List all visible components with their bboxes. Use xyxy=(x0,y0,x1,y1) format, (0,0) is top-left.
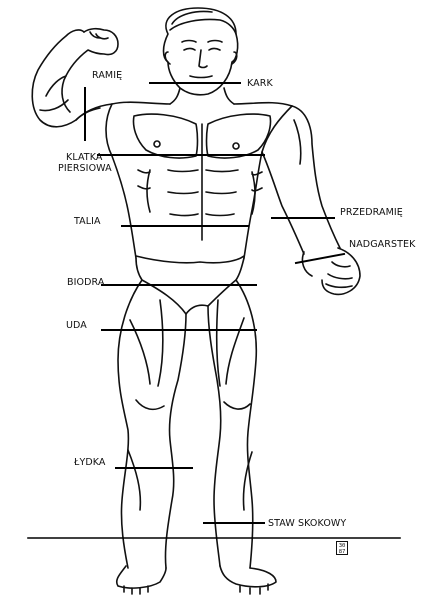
label-uda: UDA xyxy=(66,320,87,331)
corner-badge-line2: 87 xyxy=(338,549,346,555)
flexed-arm-drawing xyxy=(31,27,119,128)
neck-drawing xyxy=(111,87,293,107)
label-kark: KARK xyxy=(247,78,273,89)
label-talia: TALIA xyxy=(74,216,101,227)
torso-drawing xyxy=(105,103,293,259)
head-drawing xyxy=(162,7,239,96)
label-przedramie: PRZEDRAMIĘ xyxy=(340,207,403,218)
label-ramie: RAMIĘ xyxy=(92,70,123,81)
legs-drawing xyxy=(115,279,277,595)
label-klatka-line1: KLATKA xyxy=(66,152,103,163)
corner-badge: 30 87 xyxy=(336,541,348,555)
label-nadgarstek: NADGARSTEK xyxy=(349,239,416,250)
label-staw-skokowy: STAW SKOKOWY xyxy=(268,518,347,529)
label-lydka: ŁYDKA xyxy=(74,457,106,468)
hanging-arm-drawing xyxy=(261,105,361,296)
label-klatka-line2: PIERSIOWA xyxy=(58,163,112,174)
corner-badge-line1: 30 xyxy=(338,543,346,549)
measure-line-nadgarstek xyxy=(294,252,346,265)
label-biodra: BIODRA xyxy=(67,277,105,288)
briefs-drawing xyxy=(135,255,245,315)
